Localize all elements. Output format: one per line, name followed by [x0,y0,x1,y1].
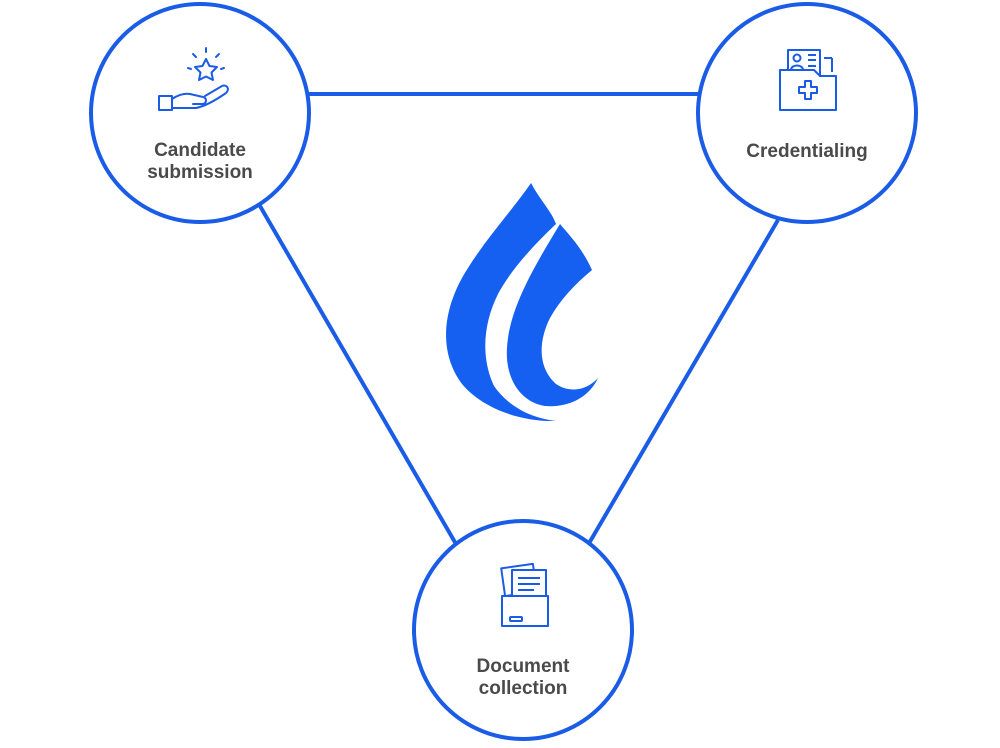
node-label-line: collection [478,678,568,699]
medical-folder-icon [779,49,837,111]
connector-left [258,204,458,546]
node-label-line: Credentialing [746,141,868,162]
node-label-line: Document [476,656,570,677]
hand-star-icon [158,47,229,111]
node-circle-document-collection [412,519,634,741]
node-label-line: submission [147,162,253,183]
document-folder-icon [500,562,549,627]
node-circle-candidate-submission [89,2,311,224]
water-drop-logo-icon [446,183,598,422]
connector-right [586,218,780,547]
node-label-line: Candidate [154,140,246,161]
node-circle-credentialing [696,2,918,224]
node-label-candidate-submission: Candidate submission [100,140,300,184]
node-label-document-collection: Document collection [423,656,623,700]
node-label-credentialing: Credentialing [707,141,907,163]
